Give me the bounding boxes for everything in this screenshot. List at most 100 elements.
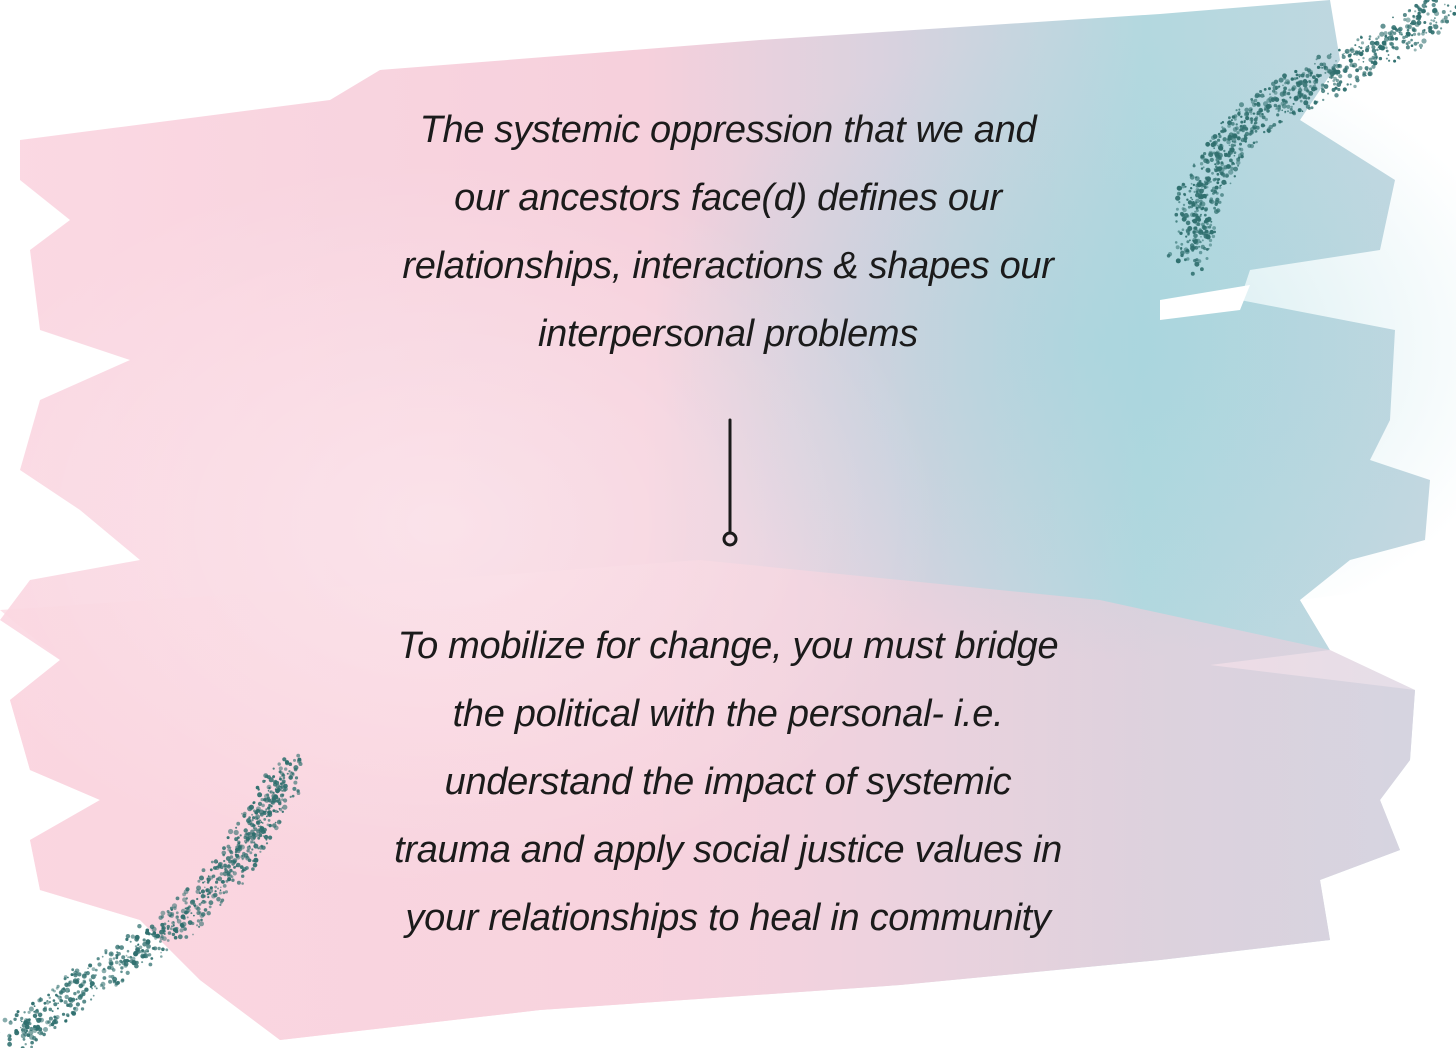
glitter-speck	[296, 789, 300, 793]
statement-bottom-line: the political with the personal- i.e.	[452, 693, 1004, 735]
glitter-speck	[1256, 103, 1261, 107]
glitter-speck	[1253, 98, 1258, 103]
glitter-speck	[1288, 88, 1291, 92]
glitter-speck	[1432, 7, 1438, 13]
glitter-speck	[1385, 57, 1388, 60]
glitter-speck	[1263, 130, 1266, 134]
glitter-speck	[287, 772, 289, 775]
glitter-speck	[1195, 206, 1199, 210]
glitter-speck	[120, 978, 125, 983]
glitter-speck	[1299, 99, 1303, 103]
glitter-speck	[1195, 176, 1198, 179]
glitter-speck	[43, 1027, 48, 1032]
glitter-speck	[1192, 239, 1195, 242]
glitter-speck	[221, 850, 227, 856]
glitter-speck	[94, 968, 98, 972]
glitter-speck	[226, 870, 230, 874]
statement-top-line: our ancestors face(d) defines our	[454, 177, 1002, 219]
glitter-speck	[48, 1000, 52, 1004]
glitter-speck	[292, 786, 297, 791]
glitter-speck	[194, 905, 199, 910]
glitter-speck	[214, 885, 218, 889]
glitter-speck	[1434, 17, 1436, 19]
glitter-speck	[296, 753, 301, 758]
glitter-speck	[1214, 209, 1219, 215]
glitter-speck	[1378, 56, 1383, 61]
glitter-speck	[175, 915, 179, 919]
glitter-speck	[1321, 67, 1323, 69]
glitter-speck	[184, 901, 188, 905]
glitter-speck	[1265, 104, 1271, 110]
glitter-speck	[1259, 90, 1263, 93]
glitter-speck	[1240, 115, 1243, 119]
glitter-speck	[1377, 37, 1380, 39]
glitter-speck	[151, 946, 155, 950]
glitter-speck	[217, 876, 223, 882]
glitter-speck	[1407, 9, 1411, 13]
glitter-speck	[278, 777, 282, 781]
glitter-speck	[155, 933, 161, 939]
glitter-speck	[1243, 134, 1247, 138]
glitter-speck	[271, 793, 277, 799]
glitter-speck	[209, 868, 213, 872]
glitter-speck	[1233, 154, 1236, 157]
glitter-speck	[1200, 207, 1204, 211]
glitter-speck	[267, 810, 273, 815]
glitter-speck	[1238, 128, 1242, 132]
glitter-speck	[81, 990, 86, 995]
glitter-speck	[73, 991, 77, 996]
glitter-speck	[48, 996, 51, 999]
glitter-speck	[208, 905, 212, 909]
connector-line-icon	[722, 418, 738, 547]
glitter-speck	[1215, 166, 1221, 172]
glitter-speck	[1320, 83, 1325, 87]
glitter-speck	[115, 944, 120, 950]
glitter-speck	[1254, 129, 1258, 133]
glitter-speck	[1347, 53, 1352, 58]
glitter-speck	[263, 834, 269, 840]
glitter-speck	[1321, 87, 1324, 91]
glitter-speck	[1413, 41, 1418, 46]
glitter-speck	[1245, 116, 1249, 120]
glitter-speck	[1322, 62, 1327, 67]
glitter-speck	[1289, 96, 1292, 99]
glitter-speck	[222, 884, 227, 888]
glitter-speck	[253, 853, 258, 857]
glitter-speck	[1202, 166, 1205, 169]
glitter-speck	[1184, 258, 1187, 262]
glitter-speck	[53, 1002, 58, 1007]
glitter-speck	[119, 959, 123, 964]
glitter-speck	[21, 1027, 26, 1033]
glitter-speck	[171, 921, 175, 925]
glitter-speck	[1322, 98, 1325, 102]
glitter-speck	[243, 828, 248, 833]
glitter-speck	[1273, 103, 1278, 108]
glitter-speck	[1374, 40, 1380, 46]
glitter-speck	[76, 990, 81, 994]
glitter-speck	[198, 925, 201, 928]
glitter-speck	[53, 1019, 59, 1025]
glitter-speck	[84, 971, 87, 974]
glitter-speck	[1191, 198, 1194, 201]
glitter-speck	[1200, 167, 1204, 170]
glitter-speck	[66, 1014, 70, 1018]
glitter-speck	[1368, 38, 1371, 41]
glitter-speck	[210, 860, 214, 864]
glitter-speck	[222, 871, 228, 877]
glitter-speck	[1435, 21, 1438, 24]
glitter-speck	[235, 826, 238, 829]
glitter-speck	[1401, 39, 1406, 44]
glitter-speck	[37, 1027, 43, 1032]
glitter-speck	[253, 841, 256, 844]
glitter-speck	[125, 937, 129, 942]
glitter-speck	[1182, 203, 1186, 207]
glitter-speck	[96, 957, 100, 961]
glitter-speck	[91, 987, 93, 990]
glitter-speck	[234, 853, 237, 856]
glitter-speck	[158, 915, 163, 920]
glitter-speck	[75, 998, 78, 1001]
glitter-speck	[220, 865, 224, 869]
glitter-speck	[120, 966, 124, 970]
glitter-speck	[1219, 185, 1222, 187]
glitter-speck	[1231, 140, 1234, 143]
